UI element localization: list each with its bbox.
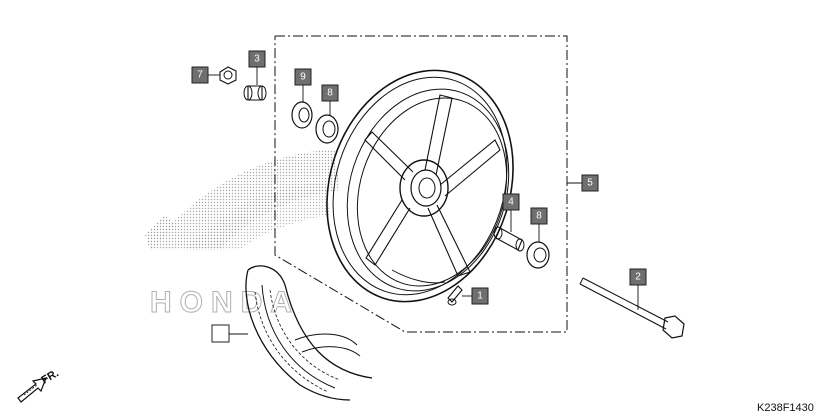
callout-7-label: 7 [197,70,203,81]
distance-collar [493,226,525,252]
honda-watermark: HONDA [145,150,340,320]
assembly-frame [274,35,582,333]
callout-9[interactable]: 9 [294,68,312,86]
callout-8a-label: 8 [327,88,333,99]
callout-8b-label: 8 [536,211,542,222]
axle-bolt [579,277,685,339]
callout-empty[interactable] [211,324,230,343]
callout-5-label: 5 [587,178,593,189]
tire-valve [447,285,463,306]
callout-3[interactable]: 3 [248,50,266,68]
bearing-lower [526,241,550,269]
callout-7[interactable]: 7 [191,66,209,84]
callout-3-label: 3 [254,54,260,65]
callout-8a[interactable]: 8 [321,84,339,102]
callout-9-label: 9 [300,72,306,83]
dust-seal [291,101,313,129]
callout-1-label: 1 [477,291,483,302]
callout-4-label: 4 [508,197,514,208]
callout-2-label: 2 [635,272,641,283]
drawing-code: K238F1430 [757,402,814,414]
leader-lines [208,67,639,335]
fr-arrow-icon: FR. [17,367,61,403]
fr-label: FR. [40,367,61,386]
watermark-text: HONDA [150,286,300,319]
axle-nut [219,66,237,85]
callout-4[interactable]: 4 [502,193,520,211]
left-collar [243,85,267,101]
callout-1[interactable]: 1 [471,287,489,305]
tire [245,265,373,401]
bearing [315,114,339,144]
callout-8b[interactable]: 8 [530,207,548,225]
callout-5[interactable]: 5 [581,174,599,192]
wheel-rim [326,69,514,303]
callout-2[interactable]: 2 [629,268,647,286]
